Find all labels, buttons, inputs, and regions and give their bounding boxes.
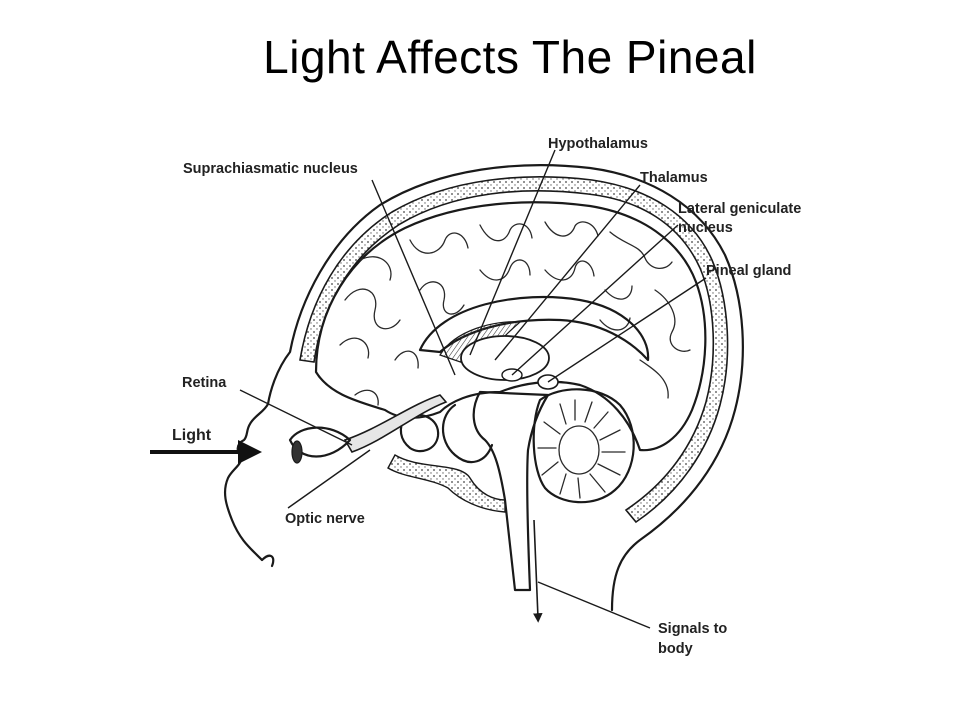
optic-nerve	[343, 394, 448, 453]
pons	[441, 403, 494, 464]
head-outline	[223, 164, 744, 612]
label-optic-nerve: Optic nerve	[285, 511, 365, 527]
eye-lens	[291, 440, 303, 464]
label-suprachiasmatic: Suprachiasmatic nucleus	[183, 161, 358, 177]
brain-folds	[339, 221, 691, 406]
cerebrum	[314, 201, 707, 452]
cerebellum-folia	[537, 399, 626, 499]
page-title: Light Affects The Pineal	[263, 31, 757, 83]
eye	[288, 426, 352, 458]
label-lgn-line1: Lateral geniculate	[678, 201, 801, 217]
label-light: Light	[172, 427, 212, 444]
cerebellum	[532, 388, 635, 504]
label-lgn-line2: nucleus	[678, 220, 733, 236]
label-retina: Retina	[182, 375, 227, 391]
skull	[299, 176, 729, 524]
label-thalamus: Thalamus	[640, 170, 708, 186]
signals-arrow	[533, 519, 543, 623]
chin-outline	[260, 554, 275, 568]
leader-lines	[239, 149, 707, 629]
label-hypothalamus: Hypothalamus	[548, 136, 648, 152]
light-arrow-head	[238, 440, 262, 464]
label-signals-line1: Signals to	[658, 621, 727, 637]
label-pineal: Pineal gland	[706, 263, 791, 279]
brainstem	[472, 390, 550, 592]
sinus	[399, 413, 440, 453]
label-signals-line2: body	[658, 641, 693, 657]
skull-base	[387, 454, 506, 513]
